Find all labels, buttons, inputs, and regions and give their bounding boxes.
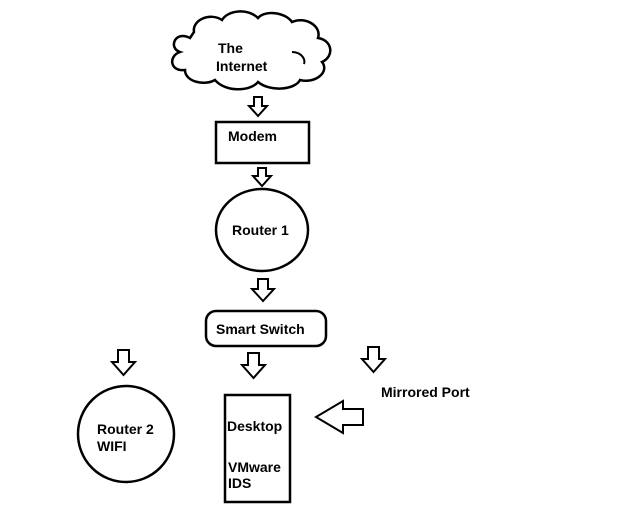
internet-label-line2: Internet [216, 58, 268, 74]
mirrored-port-label: Mirrored Port [381, 384, 470, 400]
smart-switch-label: Smart Switch [216, 321, 305, 337]
arrow-internet-modem [246, 96, 270, 118]
arrow-switch-desktop [239, 352, 268, 380]
modem-box [214, 120, 311, 165]
desktop-label-line2: VMware [228, 459, 281, 475]
arrow-router1-switch [249, 278, 277, 303]
desktop-label-line1: Desktop [227, 418, 283, 434]
arrow-mirrored-port-down [359, 346, 388, 374]
router2-label-line1: Router 2 [97, 421, 154, 437]
cloud-detail [291, 51, 306, 65]
modem-label: Modem [228, 128, 277, 144]
arrow-modem-router1 [250, 167, 274, 188]
smart-switch-box [204, 309, 328, 348]
router2-label-line2: WIFI [97, 438, 127, 454]
router2-circle [76, 384, 176, 484]
arrow-switch-router2 [109, 349, 138, 377]
arrow-mirrored-port-left [314, 399, 364, 435]
router1-label: Router 1 [232, 222, 289, 238]
internet-cloud-shape [171, 10, 332, 91]
desktop-box [223, 393, 292, 504]
internet-label-line1: The [218, 40, 243, 56]
desktop-label-line3: IDS [228, 475, 252, 491]
router1-ellipse [214, 187, 310, 273]
